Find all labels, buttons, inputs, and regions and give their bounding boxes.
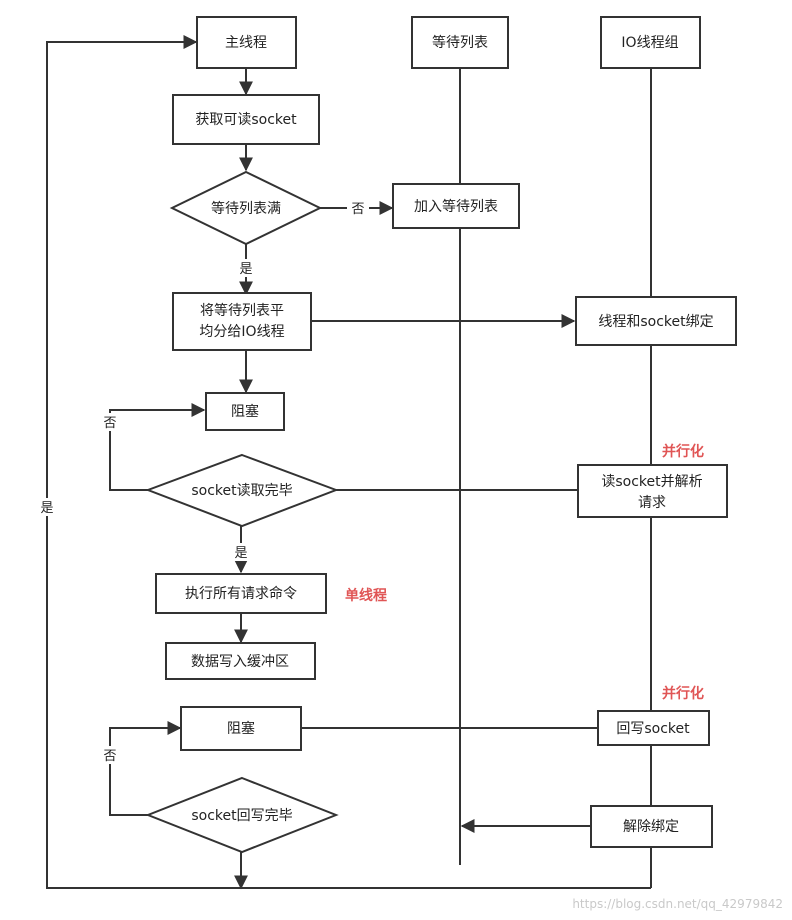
write-back-text: 回写socket — [616, 721, 690, 737]
read-parse-line2: 请求 — [638, 495, 666, 511]
label-yes-read: 是 — [234, 546, 247, 561]
wait-list-box: 等待列表 — [411, 16, 509, 69]
distribute-line1: 将等待列表平 — [200, 302, 284, 319]
wait-list-text: 等待列表 — [432, 34, 488, 51]
wait-full-text: 等待列表满 — [211, 200, 281, 217]
io-group-box: IO线程组 — [600, 16, 701, 69]
edge-read-no-loop — [109, 403, 206, 491]
distribute-line2: 均分给IO线程 — [199, 324, 284, 340]
block1-box: 阻塞 — [205, 392, 285, 431]
write-done-diamond: socket回写完毕 — [145, 776, 339, 854]
get-readable-text: 获取可读socket — [195, 111, 297, 128]
block1-text: 阻塞 — [231, 403, 259, 420]
execute-box: 执行所有请求命令 — [155, 573, 327, 614]
unbind-box: 解除绑定 — [590, 805, 713, 848]
read-done-text: socket读取完毕 — [191, 482, 292, 499]
note-parallel-2: 并行化 — [662, 685, 704, 702]
write-back-box: 回写socket — [597, 710, 710, 746]
label-no-write: 否 — [103, 749, 116, 764]
wait-full-diamond: 等待列表满 — [169, 170, 323, 246]
edge-loop-back — [46, 35, 651, 889]
read-parse-box: 读socket并解析 请求 — [577, 464, 728, 518]
add-wait-text: 加入等待列表 — [414, 198, 498, 215]
read-parse-line1: 读socket并解析 — [601, 473, 702, 490]
unbind-text: 解除绑定 — [623, 819, 679, 835]
label-no-read: 否 — [103, 416, 116, 431]
bind-text: 线程和socket绑定 — [598, 314, 713, 330]
edge-write-no-loop — [109, 721, 182, 816]
label-no-wait-full: 否 — [351, 202, 364, 217]
main-thread-text: 主线程 — [225, 35, 267, 51]
label-yes-loop: 是 — [40, 501, 53, 516]
bind-box: 线程和socket绑定 — [575, 296, 737, 346]
block2-box: 阻塞 — [180, 706, 302, 751]
distribute-box: 将等待列表平 均分给IO线程 — [172, 292, 312, 351]
write-buffer-text: 数据写入缓冲区 — [191, 654, 289, 670]
write-done-text: socket回写完毕 — [191, 808, 292, 824]
note-parallel-1: 并行化 — [662, 443, 704, 460]
get-readable-box: 获取可读socket — [172, 94, 320, 145]
read-done-diamond: socket读取完毕 — [145, 453, 339, 528]
add-wait-box: 加入等待列表 — [392, 183, 520, 229]
label-yes-wait-full: 是 — [239, 262, 252, 277]
main-thread-box: 主线程 — [196, 16, 297, 69]
io-group-text: IO线程组 — [621, 35, 678, 51]
execute-text: 执行所有请求命令 — [185, 585, 297, 602]
write-buffer-box: 数据写入缓冲区 — [165, 642, 316, 680]
watermark-text: https://blog.csdn.net/qq_42979842 — [572, 897, 783, 911]
block2-text: 阻塞 — [227, 720, 255, 737]
note-single-thread: 单线程 — [345, 587, 387, 604]
